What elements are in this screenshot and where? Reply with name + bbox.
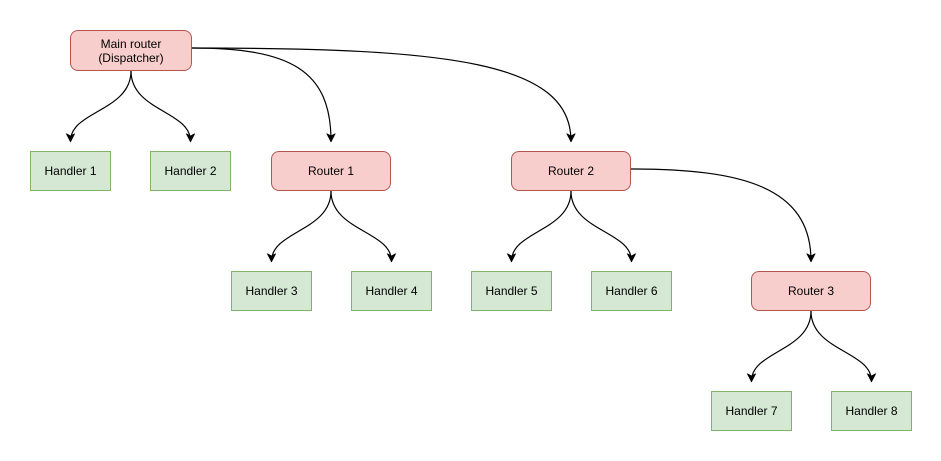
edge-main-router-to-router-1 bbox=[191, 47, 331, 141]
node-main-router[interactable]: Main router (Dispatcher) bbox=[70, 30, 192, 71]
edge-router-2-to-handler-5 bbox=[512, 190, 572, 261]
node-handler-8[interactable]: Handler 8 bbox=[831, 391, 912, 431]
node-handler-5[interactable]: Handler 5 bbox=[471, 271, 552, 311]
edge-main-router-to-handler-1 bbox=[71, 70, 132, 141]
node-handler-4[interactable]: Handler 4 bbox=[351, 271, 432, 311]
node-label-handler-7: Handler 7 bbox=[725, 404, 778, 418]
node-handler-7[interactable]: Handler 7 bbox=[711, 391, 792, 431]
node-router-3[interactable]: Router 3 bbox=[751, 271, 871, 311]
edges-group bbox=[71, 47, 872, 381]
node-router-1[interactable]: Router 1 bbox=[271, 151, 391, 191]
node-label-handler-1: Handler 1 bbox=[44, 164, 97, 178]
edge-router-2-to-router-3 bbox=[630, 168, 811, 261]
node-label-handler-4: Handler 4 bbox=[365, 284, 418, 298]
edge-main-router-to-router-2 bbox=[191, 47, 571, 141]
node-handler-1[interactable]: Handler 1 bbox=[30, 151, 111, 191]
edge-router-3-to-handler-8 bbox=[810, 310, 872, 381]
node-label-handler-6: Handler 6 bbox=[605, 284, 658, 298]
node-router-2[interactable]: Router 2 bbox=[511, 151, 631, 191]
node-label-handler-2: Handler 2 bbox=[164, 164, 217, 178]
node-label-router-2: Router 2 bbox=[547, 164, 595, 178]
node-label-main-router: Main router (Dispatcher) bbox=[98, 36, 164, 65]
edge-router-2-to-handler-6 bbox=[570, 190, 632, 261]
node-label-router-3: Router 3 bbox=[787, 284, 835, 298]
edge-router-1-to-handler-4 bbox=[330, 190, 392, 261]
node-label-handler-5: Handler 5 bbox=[485, 284, 538, 298]
edge-router-3-to-handler-7 bbox=[752, 310, 812, 381]
node-handler-6[interactable]: Handler 6 bbox=[591, 271, 672, 311]
edge-main-router-to-handler-2 bbox=[130, 70, 191, 141]
node-handler-2[interactable]: Handler 2 bbox=[150, 151, 231, 191]
node-label-router-1: Router 1 bbox=[307, 164, 355, 178]
edge-router-1-to-handler-3 bbox=[272, 190, 332, 261]
node-handler-3[interactable]: Handler 3 bbox=[231, 271, 312, 311]
node-label-handler-3: Handler 3 bbox=[245, 284, 298, 298]
node-label-handler-8: Handler 8 bbox=[845, 404, 898, 418]
